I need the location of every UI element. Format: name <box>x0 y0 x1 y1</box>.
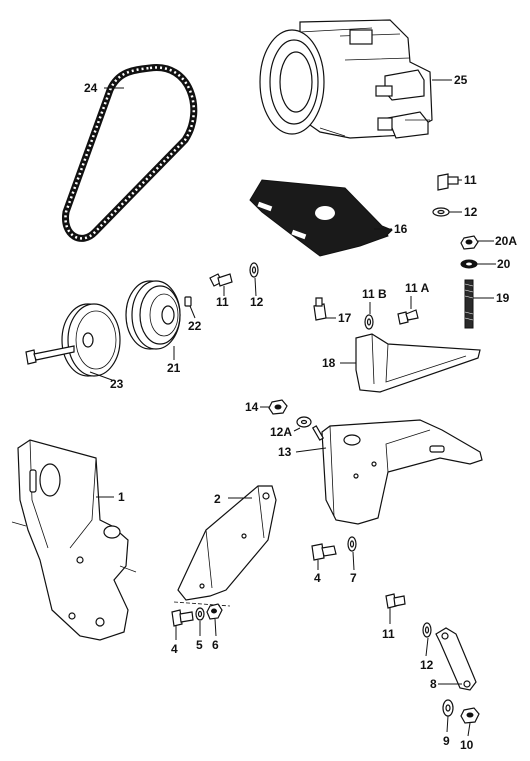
label-20: 20 <box>497 257 511 271</box>
label-2: 2 <box>214 492 221 506</box>
washer <box>347 536 357 552</box>
bolt <box>437 173 459 191</box>
bolt <box>313 297 327 321</box>
label-12-center: 12 <box>250 295 264 309</box>
lock-nut <box>460 235 479 250</box>
label-11A: 11 A <box>405 281 430 295</box>
double-pulley <box>125 280 181 350</box>
compressor <box>259 19 433 139</box>
washer <box>296 416 312 428</box>
washer <box>249 262 259 278</box>
nut <box>460 707 480 724</box>
compressor-mounting-bracket <box>249 179 393 257</box>
label-16: 16 <box>394 222 408 236</box>
label-4-left: 4 <box>171 642 178 656</box>
label-1: 1 <box>118 490 125 504</box>
strap-bracket <box>173 485 277 607</box>
woodruff-key <box>184 296 192 307</box>
label-8: 8 <box>430 677 437 691</box>
label-20A: 20A <box>495 234 517 248</box>
tensioner-link <box>435 627 477 691</box>
engine-mounting-plate <box>11 439 137 641</box>
label-7: 7 <box>350 571 357 585</box>
label-11-bottom: 11 <box>382 627 395 641</box>
bolt <box>209 273 233 287</box>
label-21: 21 <box>167 361 181 375</box>
washer <box>422 622 432 638</box>
bolt <box>311 543 337 561</box>
label-13: 13 <box>278 445 292 459</box>
label-11-center: 11 <box>216 295 229 309</box>
label-12-bottom: 12 <box>420 658 434 672</box>
label-22: 22 <box>188 319 202 333</box>
label-24: 24 <box>84 81 98 95</box>
label-11B: 11 B <box>362 287 387 301</box>
label-23: 23 <box>110 377 124 391</box>
washer <box>195 607 205 621</box>
nut <box>268 399 288 415</box>
nut <box>206 603 223 620</box>
nut <box>460 259 478 269</box>
washer <box>364 314 374 330</box>
support-bracket <box>355 333 481 393</box>
bolt <box>397 309 419 325</box>
washer <box>442 699 454 717</box>
bolt <box>171 609 194 627</box>
label-10: 10 <box>460 738 474 752</box>
bolt <box>385 593 406 609</box>
pulley <box>61 303 121 377</box>
label-4-right: 4 <box>314 571 321 585</box>
drive-belt <box>62 64 198 242</box>
label-5: 5 <box>196 638 203 652</box>
stud <box>464 279 474 329</box>
bolt <box>25 345 75 365</box>
label-6: 6 <box>212 638 219 652</box>
label-25: 25 <box>454 73 468 87</box>
label-18: 18 <box>322 356 336 370</box>
label-19: 19 <box>496 291 510 305</box>
label-12A: 12A <box>270 425 292 439</box>
main-bracket <box>311 419 483 525</box>
label-12-top: 12 <box>464 205 478 219</box>
label-14: 14 <box>245 400 259 414</box>
label-17: 17 <box>338 311 352 325</box>
washer <box>432 207 450 217</box>
label-9: 9 <box>443 734 450 748</box>
label-11-top: 11 <box>464 173 477 187</box>
